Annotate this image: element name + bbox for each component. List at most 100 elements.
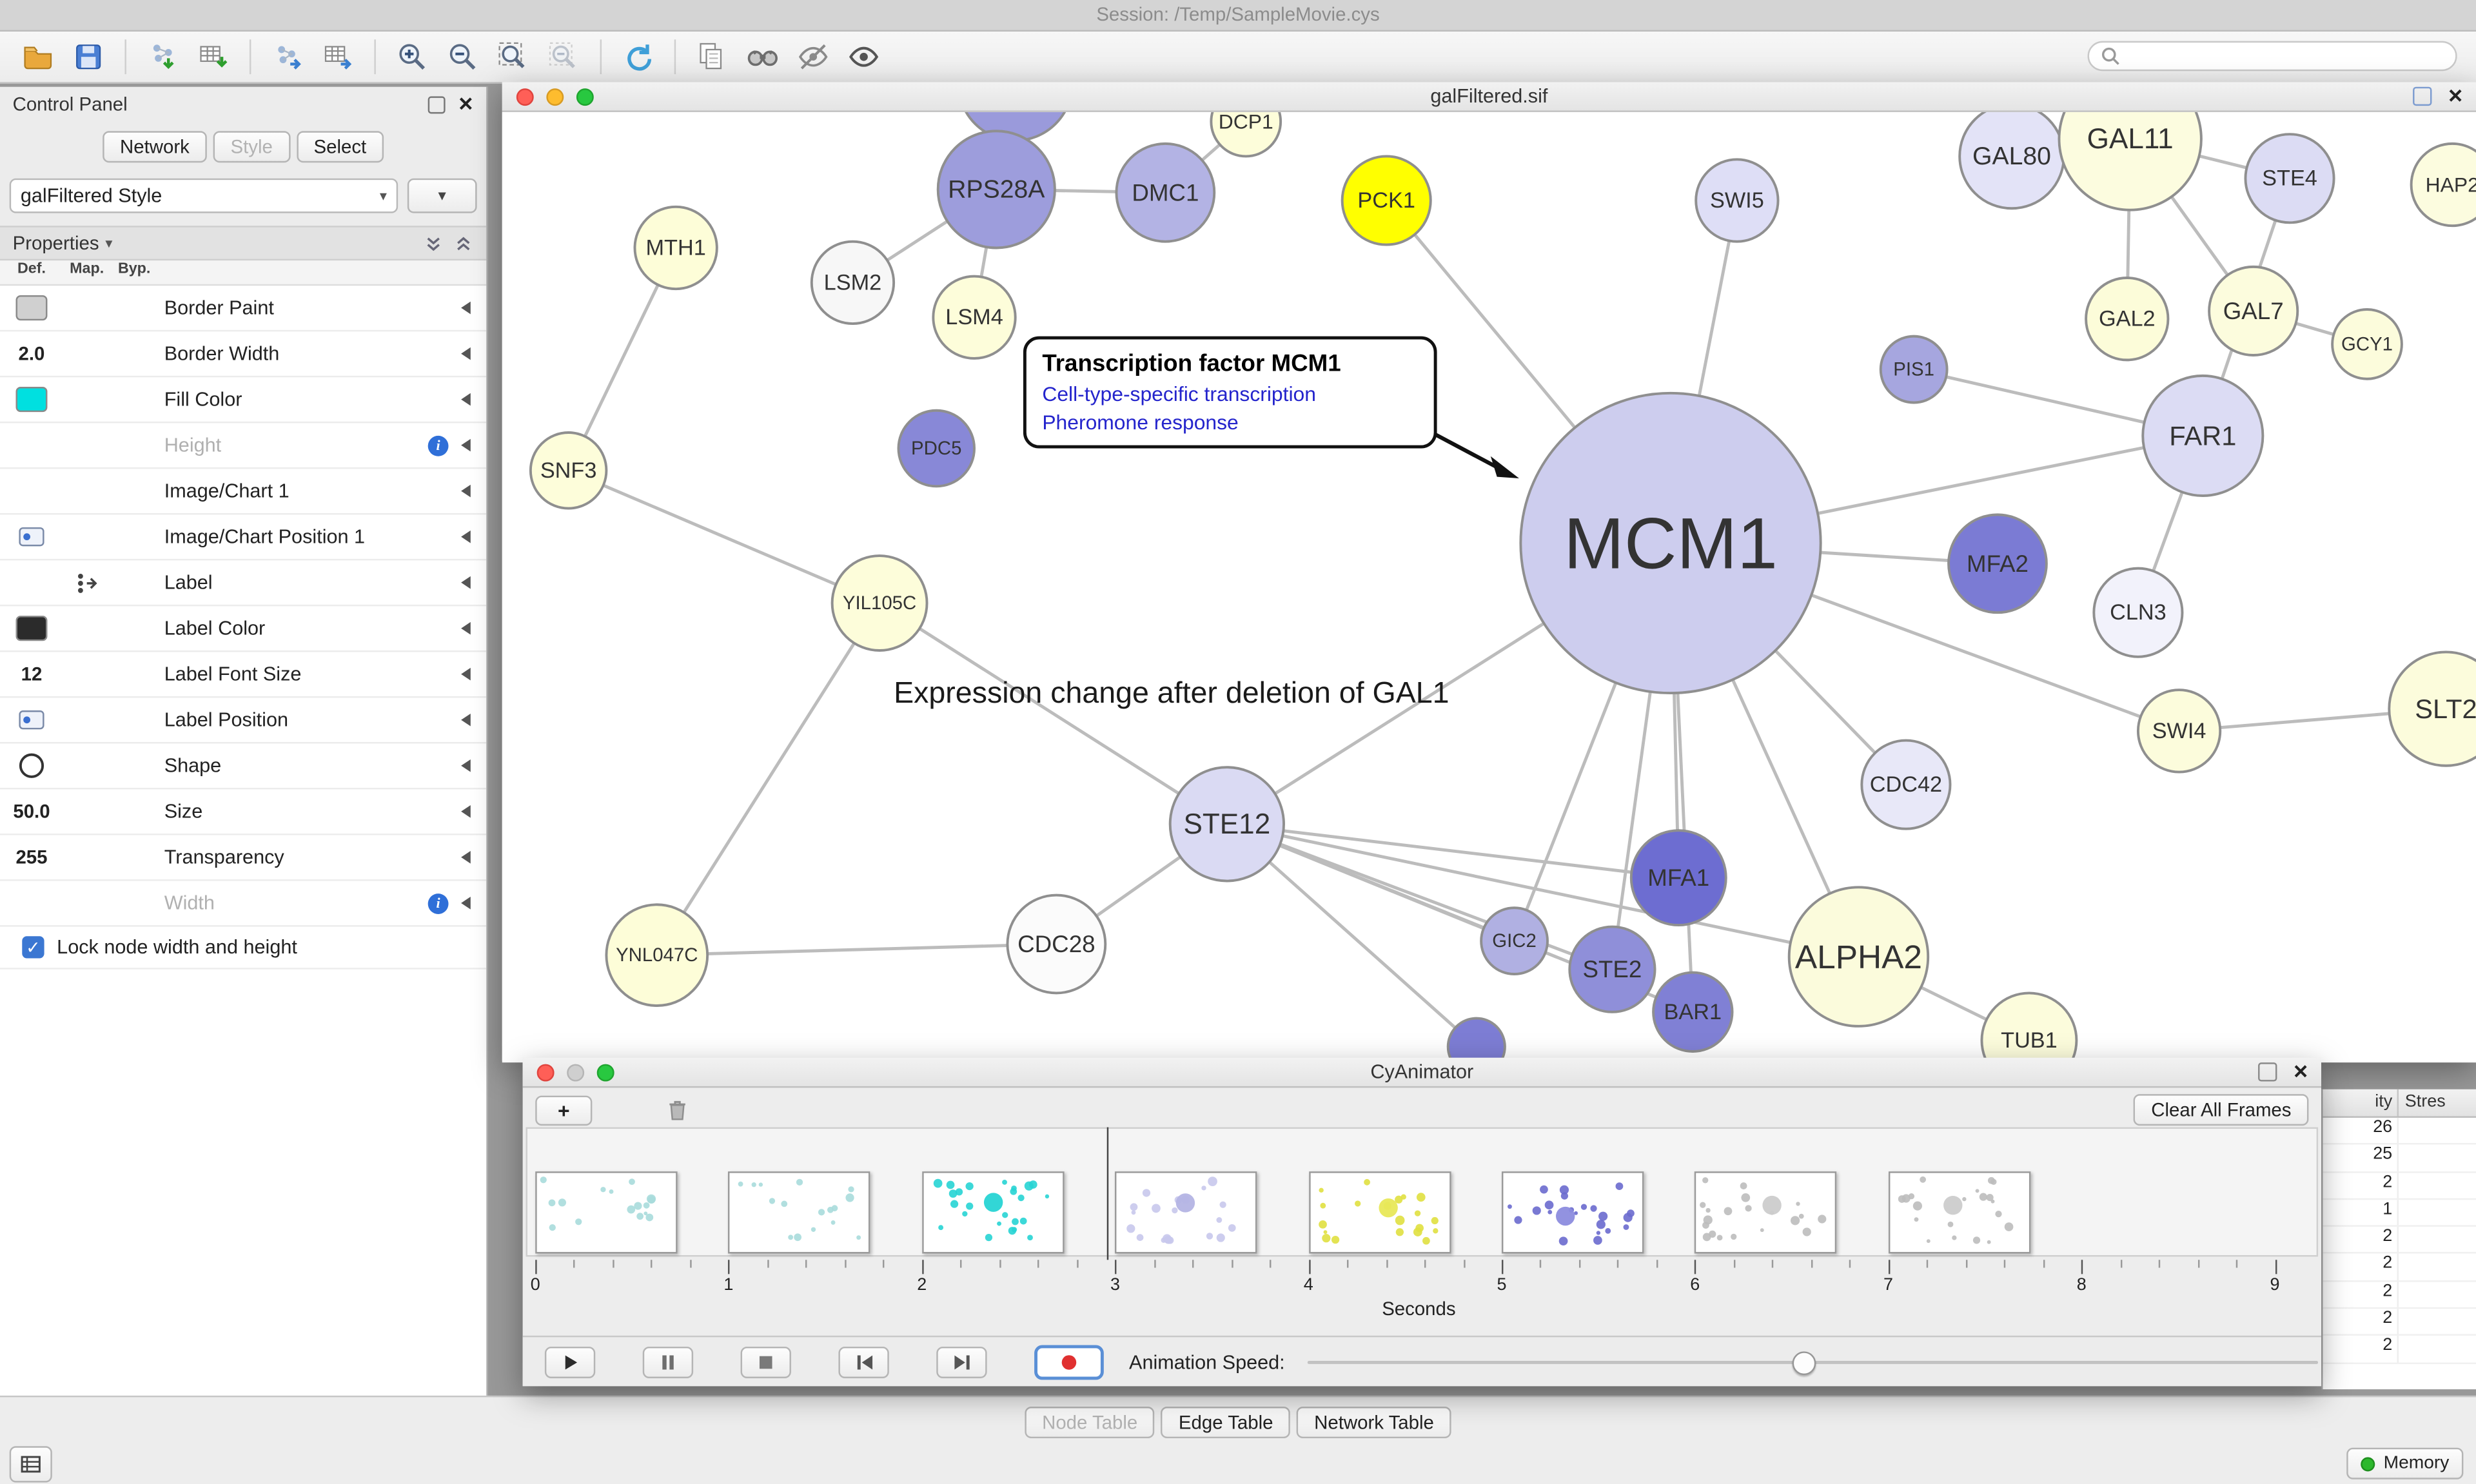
network-node-ste2[interactable] [1568, 925, 1656, 1013]
float-panel-icon[interactable] [427, 95, 446, 113]
network-node-swi4[interactable] [2136, 688, 2222, 774]
network-node-far1[interactable] [2141, 374, 2265, 497]
column-header[interactable]: Stres [2404, 1092, 2446, 1112]
export-network-button[interactable] [264, 36, 311, 77]
hide-details-button[interactable] [789, 36, 836, 77]
network-node-alpha2[interactable] [1787, 886, 1930, 1028]
network-canvas[interactable]: RPS28BDCP1RPS28ADMC1PCK1SWI5GAL80GAL11ST… [502, 112, 2476, 1063]
zoom-selected-button[interactable] [540, 36, 587, 77]
import-table-button[interactable] [190, 36, 237, 77]
lock-size-checkbox[interactable]: ✓ [22, 936, 44, 959]
close-window-icon[interactable] [516, 87, 534, 105]
network-node-cdc28[interactable] [1006, 893, 1107, 995]
add-frame-button[interactable]: + [535, 1095, 593, 1125]
minimize-window-icon[interactable] [546, 87, 564, 105]
save-button[interactable] [64, 36, 112, 77]
slider-thumb[interactable] [1792, 1351, 1816, 1374]
expand-row-icon[interactable] [461, 805, 471, 818]
open-folder-button[interactable] [14, 36, 61, 77]
table-row[interactable]: 26 [2323, 1117, 2476, 1146]
property-row-label[interactable]: Label [0, 560, 487, 607]
animation-speed-slider[interactable] [1306, 1347, 2318, 1376]
memory-button[interactable]: Memory [2347, 1447, 2464, 1479]
network-node-mfa1[interactable] [1629, 829, 1727, 927]
table-row[interactable]: 2 [2323, 1227, 2476, 1255]
skip-to-end-button[interactable] [936, 1345, 987, 1378]
network-node-ynl047c[interactable] [605, 903, 709, 1007]
table-row[interactable]: 2 [2323, 1336, 2476, 1364]
default-value-cell[interactable] [0, 707, 63, 732]
property-row-image-chart-position-1[interactable]: Image/Chart Position 1 [0, 514, 487, 561]
annotation-box[interactable]: Transcription factor MCM1 Cell-type-spec… [1023, 336, 1437, 449]
frame-thumbnail-3[interactable] [1115, 1171, 1257, 1254]
network-node-gal7[interactable] [2208, 265, 2299, 356]
close-window-icon[interactable] [536, 1063, 555, 1081]
play-button[interactable] [544, 1345, 596, 1378]
refresh-button[interactable] [614, 36, 662, 77]
default-value-cell[interactable]: 12 [0, 663, 63, 685]
network-node-bar1[interactable] [1652, 971, 1734, 1053]
expand-row-icon[interactable] [461, 530, 471, 543]
frame-thumbnail-4[interactable] [1308, 1171, 1451, 1254]
network-node-hap2[interactable] [2410, 142, 2476, 228]
expand-row-icon[interactable] [461, 897, 471, 910]
find-button[interactable] [739, 36, 786, 77]
show-table-panel-button[interactable] [9, 1446, 52, 1483]
dock-window-icon[interactable] [2257, 1062, 2277, 1082]
table-row[interactable]: 2 [2323, 1254, 2476, 1282]
copy-button[interactable] [689, 36, 736, 77]
network-node-cdc42[interactable] [1860, 739, 1952, 830]
column-header[interactable]: ity [2323, 1089, 2399, 1117]
expand-row-icon[interactable] [461, 759, 471, 772]
network-node-yil105c[interactable] [830, 554, 928, 652]
property-row-image-chart-1[interactable]: Image/Chart 1 [0, 469, 487, 515]
expand-row-icon[interactable] [461, 621, 471, 635]
expand-all-icon[interactable] [423, 233, 444, 253]
network-node-lsm4[interactable] [932, 275, 1017, 360]
mapping-cell[interactable] [63, 569, 110, 596]
annotation-link[interactable]: Cell-type-specific transcription [1042, 382, 1316, 406]
expand-row-icon[interactable] [461, 851, 471, 864]
frame-thumbnail-2[interactable] [921, 1171, 1065, 1254]
network-node-ste12[interactable] [1168, 766, 1285, 883]
table-row[interactable]: 25 [2323, 1145, 2476, 1173]
search-input[interactable] [2087, 41, 2457, 72]
info-icon[interactable]: i [427, 434, 449, 456]
network-node-tub1[interactable] [1980, 991, 2078, 1063]
default-value-cell[interactable]: 50.0 [0, 801, 63, 823]
default-value-cell[interactable] [0, 524, 63, 549]
clear-all-frames-button[interactable]: Clear All Frames [2134, 1094, 2309, 1126]
pause-button[interactable] [642, 1345, 694, 1378]
table-row[interactable]: 2 [2323, 1282, 2476, 1309]
cyanimator-titlebar[interactable]: CyAnimator ✕ [522, 1057, 2322, 1088]
zoom-window-icon[interactable] [576, 87, 594, 105]
network-window-titlebar[interactable]: galFiltered.sif ✕ [502, 82, 2476, 112]
default-value-cell[interactable] [0, 295, 63, 321]
delete-frame-icon[interactable] [665, 1097, 690, 1122]
network-node-gal11[interactable] [2058, 112, 2203, 211]
network-node-ste4[interactable] [2244, 133, 2335, 224]
network-node-n1[interactable] [1446, 1017, 1506, 1063]
network-node-dcp1[interactable] [1210, 112, 1282, 158]
default-value-cell[interactable] [0, 387, 63, 413]
expand-row-icon[interactable] [461, 667, 471, 681]
tab-network[interactable]: Network [103, 131, 207, 163]
playhead[interactable] [1107, 1127, 1109, 1260]
network-node-rps28a[interactable] [936, 130, 1056, 249]
annotation-link[interactable]: Pheromone response [1042, 410, 1239, 434]
default-value-cell[interactable] [0, 616, 63, 641]
frame-thumbnail-1[interactable] [728, 1171, 871, 1254]
network-node-gal2[interactable] [2085, 277, 2170, 362]
network-node-gcy1[interactable] [2331, 308, 2403, 380]
tab-select[interactable]: Select [296, 131, 384, 163]
property-row-label-color[interactable]: Label Color [0, 606, 487, 652]
property-row-shape[interactable]: Shape [0, 743, 487, 790]
network-node-mfa2[interactable] [1947, 513, 2048, 614]
stop-button[interactable] [740, 1345, 791, 1378]
export-table-button[interactable] [314, 36, 361, 77]
expand-row-icon[interactable] [461, 576, 471, 589]
